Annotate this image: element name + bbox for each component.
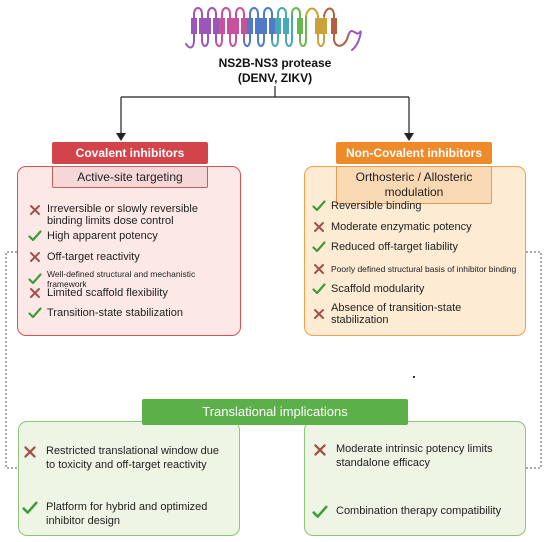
cross-icon: [28, 250, 42, 264]
translational-left-panel: [18, 421, 240, 536]
cross-icon: [312, 307, 326, 321]
list-item: Poorly defined structural basis of inhib…: [312, 262, 518, 276]
check-icon: [22, 500, 38, 516]
list-item: Absence of transition-state stabilizatio…: [312, 302, 518, 326]
list-item-text: Transition-state stabilization: [47, 307, 183, 319]
list-item-text: Scaffold modularity: [331, 283, 425, 295]
list-item: Restricted translational window due to t…: [22, 444, 227, 472]
noncovalent-subheader-line2: modulation: [384, 185, 444, 199]
cross-icon: [22, 444, 38, 460]
list-item: Transition-state stabilization: [28, 306, 233, 320]
check-icon: [312, 504, 328, 520]
list-item-text: Well-defined structural and mechanistic …: [47, 269, 196, 289]
list-item-text: Platform for hybrid and optimized inhibi…: [46, 501, 208, 527]
list-item-text: Limited scaffold flexibility: [47, 287, 168, 299]
noncovalent-subheader-line1: Orthosteric / Allosteric: [355, 170, 473, 184]
cross-icon: [28, 203, 42, 217]
cross-icon: [312, 442, 328, 458]
list-item-text: Reversible binding: [331, 200, 422, 212]
check-icon: [312, 282, 326, 296]
list-item-text: Irreversible or slowly reversible bindin…: [47, 203, 198, 227]
translational-right-panel: [304, 421, 526, 536]
check-icon: [28, 272, 42, 286]
list-item: Well-defined structural and mechanistic …: [28, 269, 233, 289]
list-item-text: Off-target reactivity: [47, 251, 140, 263]
list-item: Combination therapy compatibility: [312, 504, 517, 520]
arrow-right-head: [404, 133, 414, 141]
protease-name: NS2B-NS3 protease: [218, 56, 332, 70]
list-item-text: Poorly defined structural basis of inhib…: [331, 264, 517, 274]
list-item: Irreversible or slowly reversible bindin…: [28, 203, 233, 227]
protease-title: NS2B-NS3 protease (DENV, ZIKV): [175, 56, 375, 86]
list-item-text: Moderate enzymatic potency: [331, 221, 472, 233]
list-item-text: Restricted translational window due to t…: [46, 445, 220, 471]
list-item: Off-target reactivity: [28, 250, 233, 264]
check-icon: [28, 229, 42, 243]
protease-topology-icon: [185, 7, 362, 51]
list-item: Scaffold modularity: [312, 282, 518, 296]
list-item-text: Absence of transition-state stabilizatio…: [331, 302, 462, 326]
dashed-link-right: [526, 251, 542, 469]
list-item: Reversible binding: [312, 199, 518, 213]
covalent-header: Covalent inhibitors: [52, 142, 208, 164]
noncovalent-header: Non-Covalent inhibitors: [336, 142, 492, 164]
noncovalent-subheader: Orthosteric / Allosteric modulation: [336, 166, 492, 204]
list-item-text: Reduced off-target liability: [331, 241, 458, 253]
list-item: Platform for hybrid and optimized inhibi…: [22, 500, 227, 528]
covalent-panel: [17, 166, 241, 336]
covalent-subheader: Active-site targeting: [52, 166, 208, 188]
list-item-text: Combination therapy compatibility: [336, 505, 502, 517]
dashed-link-left: [5, 251, 18, 469]
check-icon: [312, 240, 326, 254]
check-icon: [28, 306, 42, 320]
list-item: High apparent potency: [28, 229, 233, 243]
stray-dot: [413, 376, 415, 378]
list-item: Limited scaffold flexibility: [28, 286, 233, 300]
arrow-left-head: [116, 133, 126, 141]
translational-header: Translational implications: [142, 399, 408, 425]
list-item: Moderate intrinsic potency limits standa…: [312, 442, 517, 470]
list-item-text: Moderate intrinsic potency limits standa…: [336, 443, 493, 469]
check-icon: [312, 199, 326, 213]
list-item: Reduced off-target liability: [312, 240, 518, 254]
cross-icon: [28, 286, 42, 300]
cross-icon: [312, 262, 326, 276]
virus-list: (DENV, ZIKV): [237, 71, 313, 85]
list-item: Moderate enzymatic potency: [312, 220, 518, 234]
cross-icon: [312, 220, 326, 234]
list-item-text: High apparent potency: [47, 230, 158, 242]
